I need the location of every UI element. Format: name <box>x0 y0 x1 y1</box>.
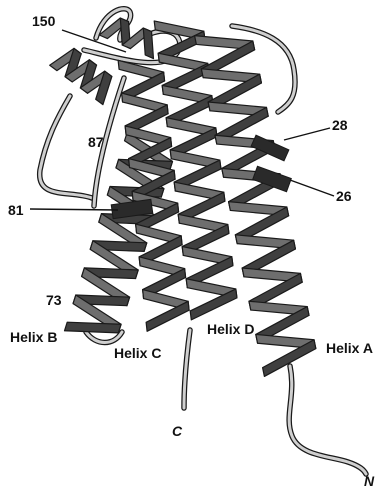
helix-a-label: Helix A <box>326 341 373 355</box>
helix-d-label: Helix D <box>207 322 254 336</box>
helix-c-turn <box>146 301 189 331</box>
residue-label-26: 26 <box>336 189 352 203</box>
n-terminus-tail <box>289 366 366 474</box>
helix-c-label: Helix C <box>114 346 161 360</box>
leader-81 <box>30 209 118 210</box>
helix-b-label: Helix B <box>10 330 57 344</box>
n-terminus-label: N <box>364 474 374 488</box>
left-loop <box>40 96 92 198</box>
residue-label-28: 28 <box>332 118 348 132</box>
leader-150 <box>62 30 126 52</box>
helix-top <box>99 18 153 59</box>
residue-label-87: 87 <box>88 135 104 149</box>
helix-top-turn <box>143 28 153 59</box>
residue-label-81: 81 <box>8 203 24 217</box>
leader-26 <box>290 180 334 196</box>
right-loop-outline <box>232 26 295 112</box>
right-loop <box>232 26 295 112</box>
residue-label-73: 73 <box>46 293 62 307</box>
c-terminus-label: C <box>172 424 182 438</box>
leader-28 <box>284 128 330 140</box>
helix-b-turn <box>64 322 121 333</box>
residue-label-150: 150 <box>32 14 55 28</box>
